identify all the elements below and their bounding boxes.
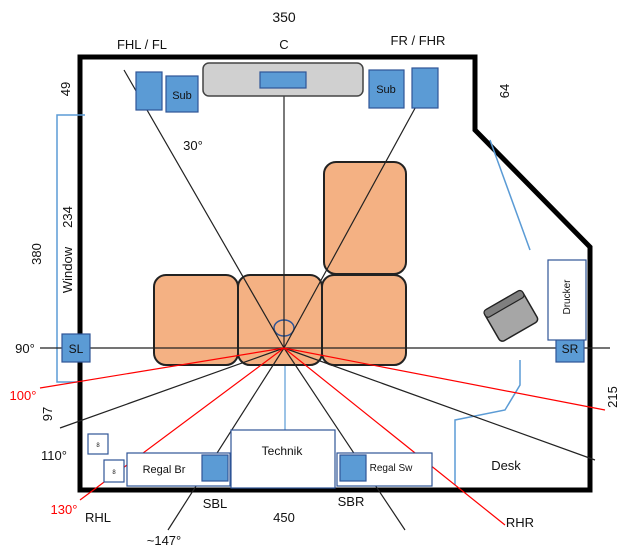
sub-left-label: Sub: [172, 90, 192, 102]
label-rhl: RHL: [85, 510, 111, 525]
shelf-right-label: Regal Sw: [370, 463, 414, 474]
desk-label: Desk: [491, 458, 521, 473]
sub-right-label: Sub: [376, 84, 396, 96]
dim-left-window: 380: [29, 243, 44, 265]
room-outline: [77, 54, 593, 493]
sofa-chaise: [323, 161, 407, 275]
sofa-seat-right: [321, 274, 407, 366]
line-110-left: [59, 347, 285, 429]
dim-bottom-width: 450: [273, 510, 295, 525]
line-147-left: [167, 347, 285, 531]
window-outline: [56, 114, 85, 383]
sbl-speaker: [201, 454, 229, 482]
dim-left-lower: 97: [40, 407, 55, 421]
line-147-right: [283, 347, 406, 531]
dim-window-length: 234: [60, 206, 75, 228]
window-label: Window: [60, 246, 75, 293]
label-sbr: SBR: [338, 494, 365, 509]
front-right-speaker: [411, 67, 439, 109]
label-front-left: FHL / FL: [117, 37, 167, 52]
small-box-2-label: 8: [112, 470, 116, 476]
red-line-100-right: [283, 347, 606, 411]
angle-147: ~147°: [147, 533, 181, 548]
tech-rack-label: Technik: [262, 444, 304, 458]
angle-90: 90°: [15, 341, 35, 356]
dim-left-upper: 49: [58, 82, 73, 96]
surround-right-label: SR: [562, 342, 579, 356]
dim-right-lower: 215: [605, 386, 620, 408]
angle-130: 130°: [51, 502, 78, 517]
sub-right-box: [368, 69, 405, 109]
office-chair: [483, 289, 539, 342]
label-front-right: FR / FHR: [391, 33, 446, 48]
red-line-100-left: [39, 347, 285, 389]
sub-left-box: [165, 75, 199, 113]
surround-left-speaker: [61, 333, 91, 363]
surround-left-label: SL: [69, 342, 84, 356]
angle-110: 110°: [41, 448, 67, 463]
line-fl: [123, 69, 285, 349]
printer-label: Drucker: [562, 279, 573, 315]
red-line-130-right: [283, 347, 506, 526]
speaker-lines-black: [40, 67, 610, 531]
tech-rack: [230, 429, 336, 489]
small-box-1-label: 8: [96, 443, 100, 449]
small-box-1: [87, 433, 109, 455]
dim-top-width: 350: [272, 9, 296, 25]
line-110-right: [283, 347, 596, 461]
center-speaker: [259, 71, 307, 89]
label-center: C: [279, 37, 288, 52]
sofa-seat-left: [153, 274, 239, 366]
small-box-2: [103, 459, 125, 483]
dim-right-diagonal: 64: [497, 84, 512, 98]
diagonal-blue-line: [489, 139, 531, 251]
printer-shelf: [547, 259, 587, 341]
angle-30: 30°: [183, 138, 203, 153]
angle-100: 100°: [10, 388, 37, 403]
desk-cable-line: [454, 360, 521, 485]
label-sbl: SBL: [203, 496, 228, 511]
front-left-speaker: [135, 71, 163, 111]
speaker-lines-red: [39, 347, 606, 526]
shelf-left-label: Regal Br: [143, 464, 186, 476]
sbr-speaker: [339, 454, 367, 482]
line-fr: [283, 67, 438, 349]
label-rhr: RHR: [506, 515, 534, 530]
